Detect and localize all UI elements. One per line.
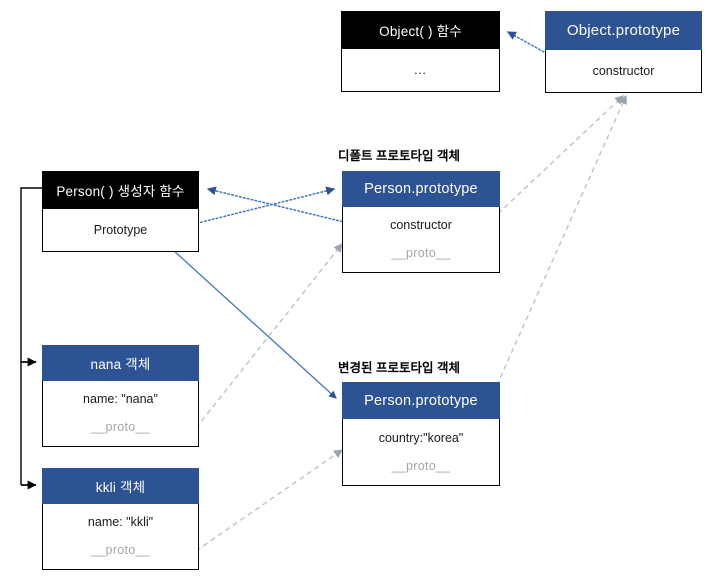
node-person-prototype-changed-body: country:"korea" __proto__	[342, 419, 500, 486]
node-nana-object[interactable]: nana 객체 name: "nana" __proto__	[42, 345, 199, 447]
node-kkli-object[interactable]: kkli 객체 name: "kkli" __proto__	[42, 468, 199, 570]
node-person-prototype-changed-row-1: __proto__	[391, 458, 451, 473]
node-person-function-title: Person( ) 생성자 함수	[42, 171, 199, 209]
node-person-prototype-default-title: Person.prototype	[342, 171, 500, 207]
node-object-prototype[interactable]: Object.prototype constructor	[545, 11, 702, 93]
caption-default-prototype: 디폴트 프로토타입 객체	[338, 149, 460, 163]
node-person-prototype-changed[interactable]: Person.prototype country:"korea" __proto…	[342, 382, 500, 486]
node-kkli-object-body: name: "kkli" __proto__	[42, 504, 199, 570]
node-person-prototype-default-row-0: constructor	[390, 218, 452, 233]
node-object-function[interactable]: Object( ) 함수 …	[341, 11, 500, 92]
node-person-prototype-changed-row-0: country:"korea"	[378, 430, 464, 445]
node-object-function-title: Object( ) 함수	[341, 11, 500, 49]
node-person-function-row-0: Prototype	[93, 222, 148, 237]
node-person-function-body: Prototype	[42, 209, 199, 252]
node-nana-object-body: name: "nana" __proto__	[42, 381, 199, 447]
node-object-prototype-body: constructor	[545, 50, 702, 93]
edge-nana-proto-to-default-prototype	[195, 243, 343, 429]
node-person-prototype-changed-title: Person.prototype	[342, 382, 500, 419]
edge-kkli-proto-to-changed-prototype	[195, 449, 343, 552]
node-nana-object-title: nana 객체	[42, 345, 199, 381]
node-object-function-row-0: …	[413, 62, 428, 78]
node-kkli-object-row-1: __proto__	[91, 543, 150, 557]
node-person-prototype-default-row-1: __proto__	[391, 246, 451, 260]
node-kkli-object-row-0: name: "kkli"	[87, 515, 154, 530]
node-object-prototype-title: Object.prototype	[545, 11, 702, 50]
caption-changed-prototype: 변경된 프로토타입 객체	[338, 361, 460, 375]
node-object-function-body: …	[341, 49, 500, 92]
node-nana-object-row-0: name: "nana"	[83, 392, 158, 407]
node-nana-object-row-1: __proto__	[91, 420, 150, 434]
edge-person-function-creates-instances	[20, 187, 42, 486]
node-object-prototype-row-0: constructor	[592, 63, 655, 78]
node-person-function[interactable]: Person( ) 생성자 함수 Prototype	[42, 171, 199, 252]
node-kkli-object-title: kkli 객체	[42, 468, 199, 504]
node-person-prototype-default[interactable]: Person.prototype constructor __proto__	[342, 171, 500, 273]
node-person-prototype-default-body: constructor __proto__	[342, 207, 500, 273]
